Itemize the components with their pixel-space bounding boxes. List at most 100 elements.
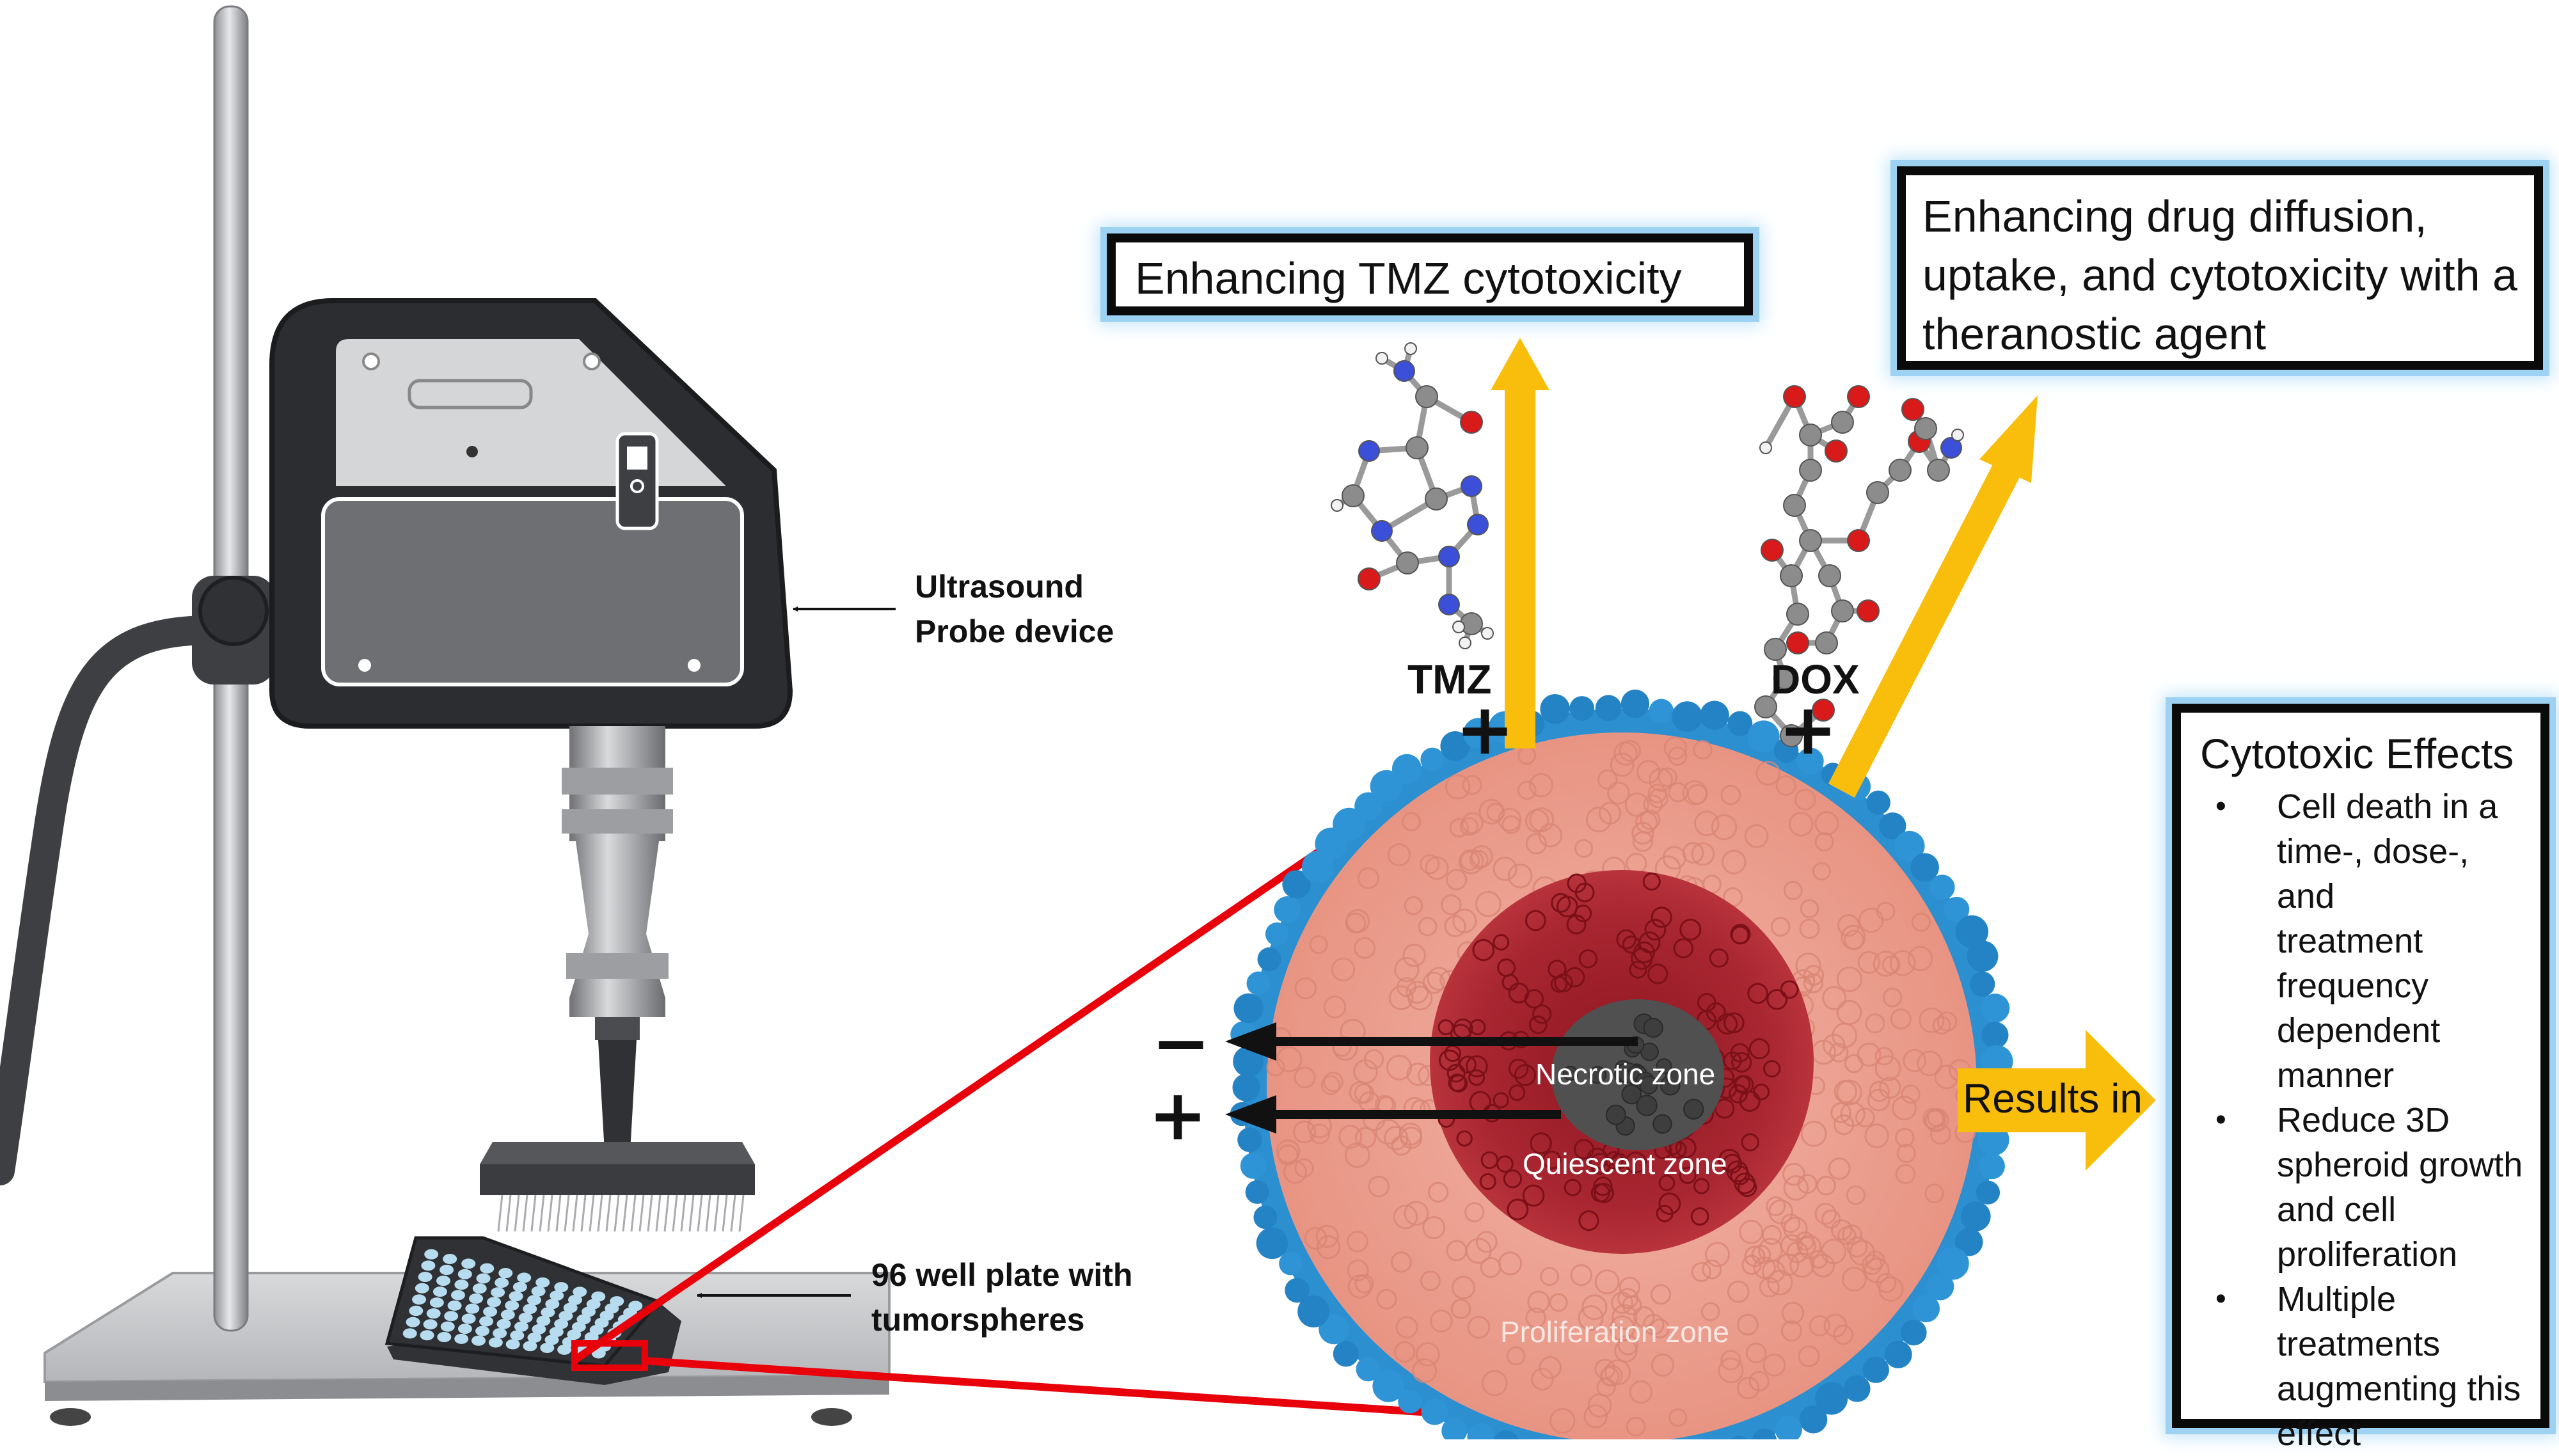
cell bbox=[1903, 1048, 1926, 1073]
pin bbox=[680, 1194, 686, 1232]
shell-cell bbox=[1279, 1252, 1303, 1276]
cell bbox=[1822, 986, 1847, 1011]
cell bbox=[1803, 965, 1825, 986]
cell bbox=[1892, 1095, 1917, 1121]
cell bbox=[1613, 741, 1638, 766]
cell bbox=[1616, 929, 1636, 950]
cell bbox=[1542, 1150, 1562, 1169]
cell bbox=[1663, 736, 1688, 760]
cell bbox=[1462, 775, 1482, 795]
tmz-effect-arrow bbox=[1491, 338, 1549, 748]
well bbox=[557, 1344, 572, 1355]
cell bbox=[1530, 1132, 1552, 1155]
shell-cell bbox=[1901, 1319, 1927, 1346]
cell bbox=[1461, 812, 1484, 834]
cell bbox=[1622, 1295, 1642, 1315]
zoom-source-marker bbox=[571, 1340, 648, 1371]
cell bbox=[1390, 1251, 1412, 1273]
plate-label: 96 well plate with tumorspheres bbox=[871, 1253, 1132, 1342]
well bbox=[544, 1334, 559, 1345]
probe-label-line2: Probe device bbox=[915, 613, 1114, 649]
cell bbox=[1594, 1358, 1616, 1380]
cell bbox=[1649, 1318, 1670, 1339]
cell bbox=[1668, 782, 1688, 803]
cell bbox=[1809, 1315, 1830, 1337]
well bbox=[483, 1306, 498, 1317]
cell bbox=[1449, 1074, 1468, 1093]
shell-cell bbox=[1727, 711, 1753, 736]
shell-cell bbox=[1240, 1153, 1267, 1179]
arrowhead-icon bbox=[1225, 1095, 1276, 1134]
shell-cell bbox=[1912, 1295, 1940, 1322]
well bbox=[461, 1313, 476, 1324]
shell-cell bbox=[1398, 1389, 1422, 1414]
cell bbox=[1842, 1224, 1863, 1245]
cell bbox=[1901, 1084, 1921, 1104]
cell bbox=[1294, 977, 1317, 1000]
well bbox=[443, 1254, 457, 1265]
cell bbox=[1729, 1084, 1748, 1104]
cell bbox=[1529, 773, 1554, 798]
atom bbox=[1358, 567, 1381, 590]
cell bbox=[1322, 1072, 1343, 1093]
shell-cell bbox=[1910, 853, 1939, 882]
atom bbox=[1799, 459, 1822, 482]
shell-cell bbox=[1265, 922, 1289, 946]
cell bbox=[1503, 1169, 1523, 1189]
well bbox=[582, 1306, 596, 1317]
cell bbox=[1633, 1306, 1655, 1328]
pin bbox=[580, 1194, 587, 1232]
shell-cell bbox=[1246, 971, 1271, 995]
ultrasound-stand bbox=[0, 5, 891, 1426]
cell bbox=[1309, 935, 1328, 954]
shell-cell bbox=[1569, 696, 1595, 721]
cell bbox=[1589, 1152, 1612, 1175]
well bbox=[487, 1297, 502, 1308]
cell bbox=[1394, 1341, 1416, 1363]
tmz-cytotoxicity-box: Enhancing TMZ cytotoxicity bbox=[1107, 233, 1753, 315]
cell bbox=[1651, 1353, 1675, 1377]
pin bbox=[605, 1194, 612, 1232]
diffusion-line3: theranostic agent bbox=[1922, 309, 2267, 359]
clamp-knob[interactable] bbox=[198, 576, 269, 646]
cell bbox=[1794, 789, 1816, 811]
well bbox=[591, 1291, 606, 1302]
cell bbox=[1758, 1237, 1783, 1263]
well bbox=[554, 1318, 569, 1329]
shell-cell bbox=[1960, 1201, 1991, 1231]
well-plate-wells bbox=[402, 1249, 643, 1359]
plate-label-line1: 96 well plate with bbox=[871, 1257, 1133, 1293]
cell bbox=[1354, 937, 1376, 960]
cell bbox=[1711, 814, 1738, 841]
well bbox=[518, 1312, 533, 1323]
cell bbox=[1452, 1276, 1475, 1300]
atom bbox=[1406, 436, 1429, 459]
tmz-plus-sign: + bbox=[1455, 688, 1515, 770]
cell bbox=[1809, 1249, 1828, 1269]
shell-cell bbox=[1866, 790, 1890, 815]
cell bbox=[1932, 1016, 1951, 1035]
cell bbox=[1438, 1019, 1454, 1036]
cell bbox=[1551, 892, 1571, 913]
shell-cell bbox=[1257, 947, 1281, 972]
shell-cell bbox=[1253, 1205, 1278, 1230]
cell bbox=[1768, 1199, 1794, 1224]
shell-cell bbox=[1356, 1357, 1381, 1382]
atom bbox=[1889, 459, 1912, 482]
cell bbox=[1882, 987, 1903, 1008]
cell bbox=[1493, 857, 1517, 882]
cell bbox=[1402, 944, 1426, 967]
shell-cell bbox=[1372, 1370, 1405, 1402]
cell bbox=[1647, 784, 1667, 803]
cell bbox=[1525, 910, 1546, 931]
atom bbox=[1927, 459, 1950, 482]
well bbox=[505, 1300, 519, 1311]
shell-cell bbox=[1420, 747, 1445, 772]
well bbox=[498, 1268, 513, 1279]
pin bbox=[713, 1194, 720, 1232]
well bbox=[457, 1269, 472, 1279]
cell bbox=[1345, 912, 1367, 934]
cell bbox=[1583, 1404, 1608, 1428]
cell bbox=[1895, 1127, 1915, 1148]
